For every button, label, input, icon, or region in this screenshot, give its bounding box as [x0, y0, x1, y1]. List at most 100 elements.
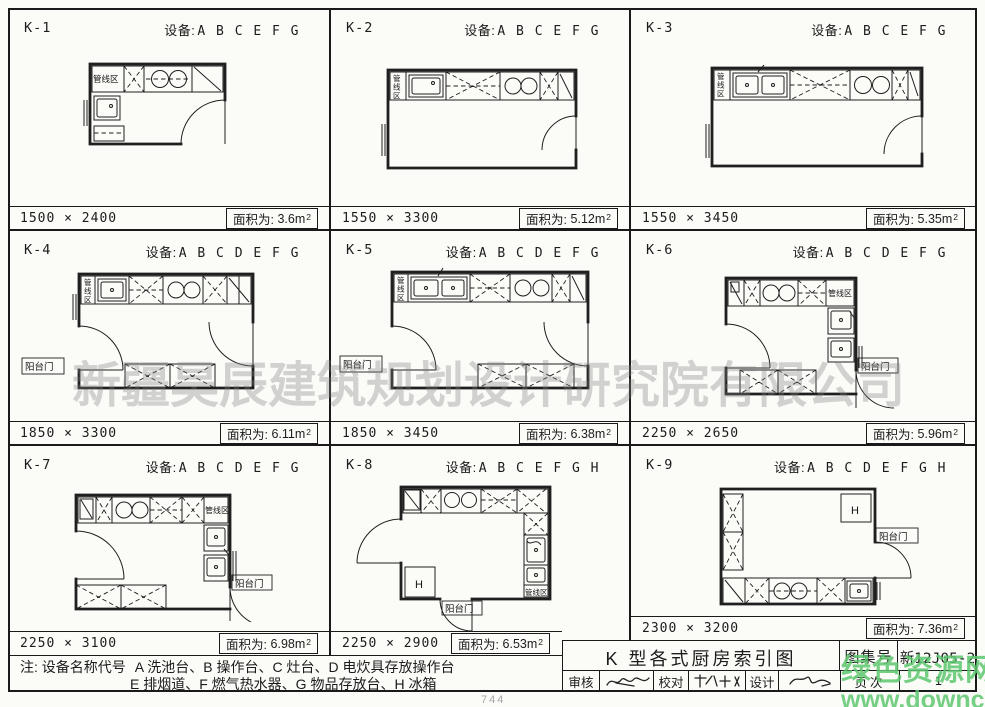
design-signature — [778, 671, 840, 691]
cell-header: K-3 设备:A B C E F G — [646, 20, 947, 39]
equipment-letters: A B C E F G — [197, 24, 300, 39]
kitchen-cell-k2: K-2 设备:A B C E F G 管线区 1550 × 3300 面积为: … — [330, 8, 630, 230]
equipment-list: 设备:A B C E F G — [164, 20, 300, 39]
sheet-title: K 型各式厨房索引图 — [605, 649, 797, 669]
sheet-border — [8, 8, 977, 692]
balcony-door-label: 阳台门 — [861, 361, 890, 373]
plan-id: K-4 — [24, 242, 52, 258]
equipment-prefix: 设备: — [773, 460, 806, 475]
fridge-label: H — [415, 579, 423, 591]
equipment-letters: A B C D E F G H — [807, 461, 947, 476]
plan-dimensions: 2250 × 3100 — [20, 636, 118, 651]
floor-plan-k9: H 阳台门 — [719, 487, 919, 606]
equipment-prefix: 设备: — [145, 245, 177, 260]
plan-dimensions: 1850 × 3450 — [342, 426, 440, 441]
cell-header: K-1 设备:A B C E F G — [24, 20, 300, 39]
cell-header: K-8 设备:A B C E F G H — [346, 457, 600, 476]
check-signature — [688, 671, 745, 691]
note-prefix: 注: 设备名称代号 — [20, 659, 126, 675]
plan-id: K-3 — [646, 20, 674, 36]
equipment-list: 设备:A B C D E F G H — [774, 457, 947, 476]
atlas-number-label: 图集号 — [839, 641, 897, 670]
equipment-letters: A B C D E F G — [478, 246, 600, 261]
kitchen-cell-k1: K-1 设备:A B C E F G 管线区 1500 × 2400 面积为: … — [8, 8, 330, 230]
equipment-list: 设备:A B C E F G — [811, 20, 947, 39]
kitchen-cell-k3: K-3 设备:A B C E F G 管线区 1550 × 3450 面积为: … — [630, 8, 977, 230]
plan-dimensions: 1850 × 3300 — [20, 426, 118, 441]
fridge-label: H — [851, 505, 859, 517]
cell-header: K-9 设备:A B C D E F G H — [646, 457, 947, 476]
plan-id: K-2 — [346, 20, 374, 36]
equipment-legend-note: 注: 设备名称代号 A 洗池台、B 操作台、C 灶台、D 电炊具存放操作台 E … — [8, 655, 562, 692]
cell-header: K-4 设备:A B C D E F G — [24, 242, 300, 261]
balcony-door-label: 阳台门 — [343, 359, 372, 371]
page-value: 1 — [899, 671, 977, 691]
review-label: 审核 — [568, 675, 594, 690]
plan-dimensions: 1550 × 3450 — [642, 211, 740, 226]
note-line2: E 排烟道、F 燃气热水器、G 物品存放台、H 冰箱 — [130, 675, 437, 692]
equipment-list: 设备:A B C E F G H — [446, 457, 600, 476]
floor-plan-k6: 管线区 阳台门 — [724, 276, 899, 409]
cell-header: K-2 设备:A B C E F G — [346, 20, 600, 39]
plan-id: K-7 — [24, 457, 52, 473]
design-label: 设计 — [745, 671, 778, 691]
kitchen-cell-k7: K-7 设备:A B C D E F G 管线区 阳台门 2250 × 3100 — [8, 445, 330, 655]
floor-plan-k1: 管线区 — [83, 62, 227, 146]
plan-id: K-6 — [646, 242, 674, 258]
kitchen-cell-k9: K-9 设备:A B C D E F G H H 阳台门 2300 × 3200… — [630, 445, 977, 640]
kitchen-cell-k5: K-5 设备:A B C D E F G 管线区 阳台门 1850 × 3450 — [330, 230, 630, 445]
pipeline-zone-label: 管线区 — [397, 275, 405, 302]
pipeline-zone-label: 管线区 — [525, 587, 548, 597]
plan-dimensions: 2250 × 2900 — [342, 636, 440, 651]
equipment-letters: A B C D E F G — [825, 246, 947, 261]
grid-line-v2 — [629, 8, 631, 640]
equipment-prefix: 设备: — [445, 245, 477, 260]
balcony-door-label: 阳台门 — [879, 531, 908, 543]
plan-id: K-5 — [346, 242, 374, 258]
pipeline-zone-label: 管线区 — [393, 73, 401, 100]
page-label: 页次 — [840, 671, 899, 691]
balcony-door-label: 阳台门 — [445, 603, 474, 615]
pipeline-zone-label: 管线区 — [828, 288, 852, 298]
grid-line-v1 — [329, 8, 331, 655]
equipment-list: 设备:A B C D E F G — [146, 457, 300, 476]
title-block: K 型各式厨房索引图 图集号 新12J05-2 审核 校对 设计 页次 1 — [562, 640, 977, 691]
equipment-list: 设备:A B C D E F G — [146, 242, 300, 261]
equipment-letters: A B C E F G — [497, 24, 600, 39]
review-signature — [599, 671, 653, 691]
equipment-prefix: 设备: — [464, 23, 496, 38]
equipment-letters: A B C D E F G — [178, 461, 300, 476]
pipeline-zone-label: 管线区 — [205, 505, 229, 515]
floor-plan-k3: 管线区 — [705, 64, 924, 168]
equipment-prefix: 设备: — [445, 460, 477, 475]
plan-dimensions: 2300 × 3200 — [642, 621, 740, 636]
balcony-door-label: 阳台门 — [25, 361, 54, 373]
balcony-door-label: 阳台门 — [235, 578, 264, 590]
equipment-prefix: 设备: — [164, 23, 196, 38]
equipment-prefix: 设备: — [145, 460, 177, 475]
equipment-list: 设备:A B C E F G — [464, 20, 600, 39]
grid-line-h2 — [8, 444, 977, 446]
equipment-prefix: 设备: — [792, 245, 824, 260]
equipment-list: 设备:A B C D E F G — [793, 242, 947, 261]
floor-plan-k7: 管线区 阳台门 — [74, 493, 273, 622]
plan-dimensions: 1500 × 2400 — [20, 211, 118, 226]
check-label: 校对 — [653, 671, 688, 691]
equipment-list: 设备:A B C D E F G — [446, 242, 600, 261]
